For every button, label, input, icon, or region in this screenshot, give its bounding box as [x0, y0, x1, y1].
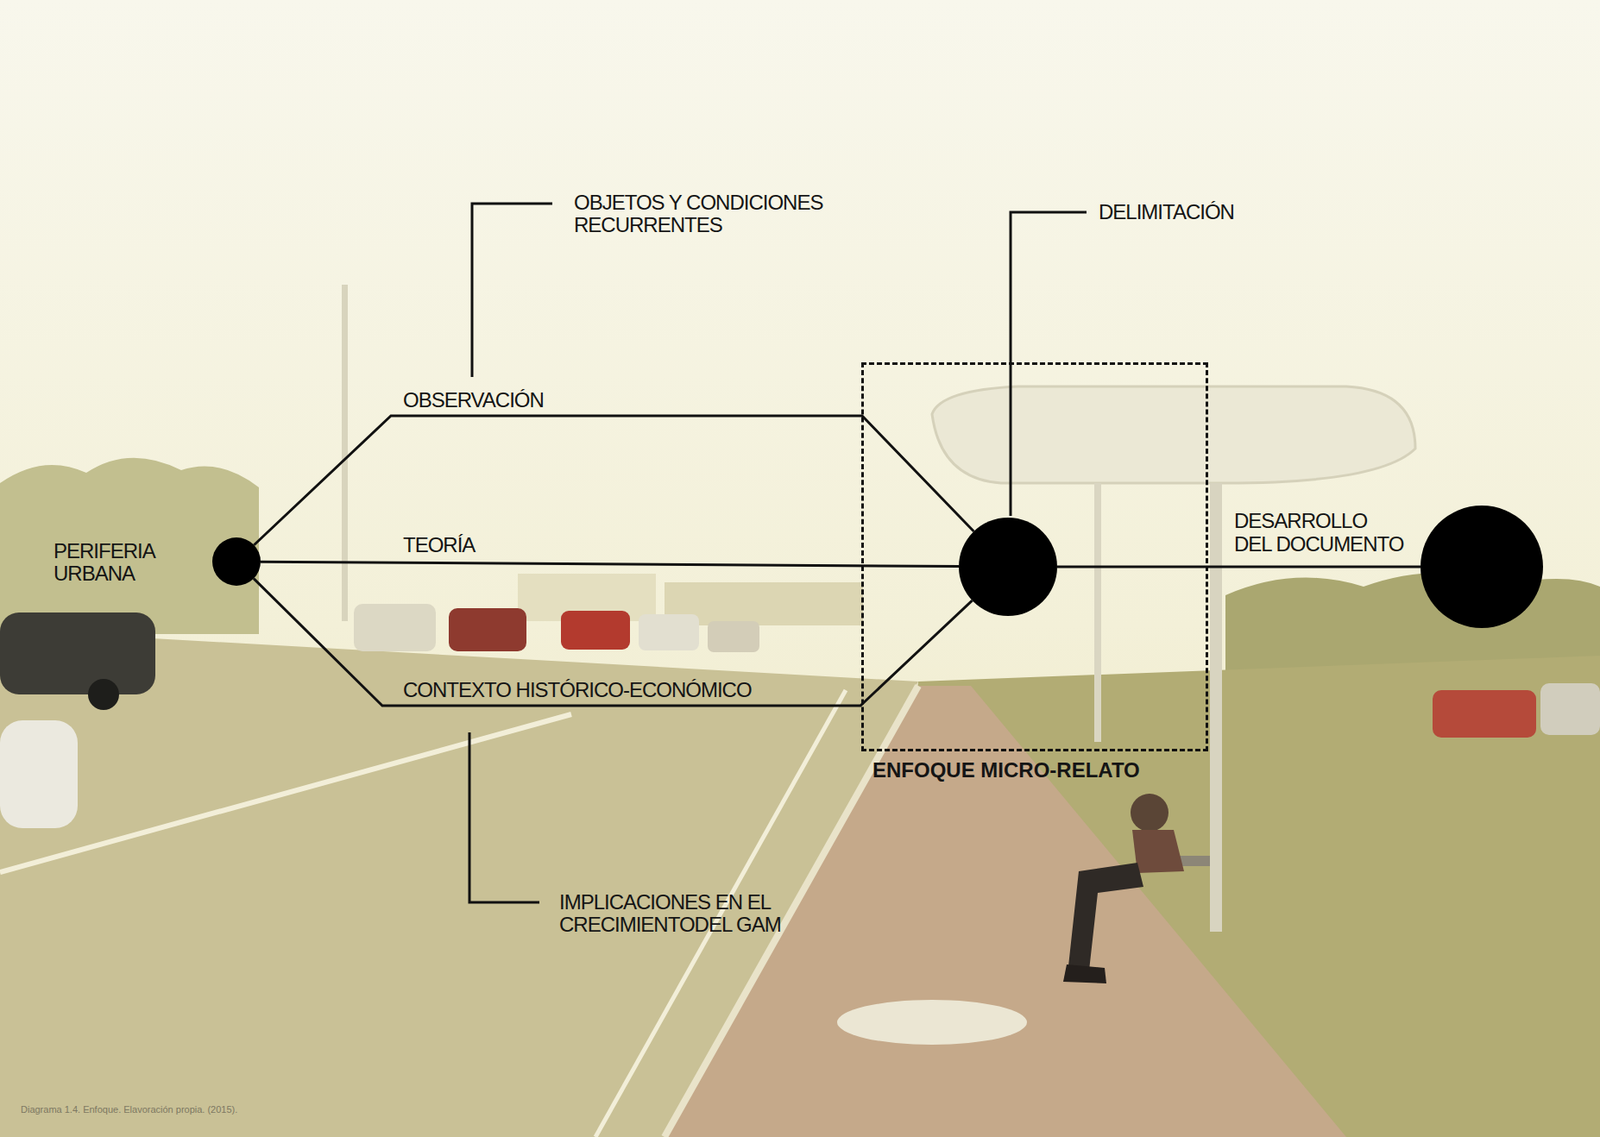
car [0, 720, 78, 829]
leader-line [472, 203, 553, 378]
car [0, 612, 156, 695]
connector-line [1057, 566, 1421, 569]
frame-label: ENFOQUE MICRO-RELATO [872, 759, 1141, 782]
person-legs [1068, 862, 1144, 971]
connector-line [260, 561, 959, 567]
connector-line [253, 579, 973, 706]
car [1540, 683, 1600, 736]
car [353, 604, 436, 652]
circle-fill [212, 537, 261, 586]
edge-label: OBSERVACIÓN [403, 389, 544, 412]
car [1432, 690, 1537, 738]
person-shoe [1063, 964, 1107, 984]
shelter-post [1209, 483, 1223, 933]
car [638, 614, 700, 651]
puddle [837, 1000, 1027, 1046]
car [560, 611, 630, 650]
shelter-pole [1094, 483, 1102, 743]
node-label: PERIFERIA URBANA [53, 540, 192, 586]
result-node [1420, 505, 1544, 629]
leader-line [469, 732, 540, 903]
circle-fill [958, 517, 1058, 617]
circle-shape [958, 517, 1058, 617]
callout-label: OBJETOS Y CONDICIONES RECURRENTES [573, 191, 833, 238]
shelter-roof [932, 386, 1416, 484]
edge-label: DESARROLLO DEL DOCUMENTO [1234, 510, 1408, 556]
person-torso [1132, 830, 1185, 874]
circle-shape [1420, 505, 1544, 629]
circle-fill [1420, 505, 1544, 629]
callout-label: IMPLICACIONES EN EL CRECIMIENTODEL GAM [559, 891, 814, 938]
focus-frame: ENFOQUE MICRO-RELATODELIMITACIÓN [861, 362, 1209, 752]
lane-line [0, 714, 572, 873]
car [707, 621, 760, 653]
focus-node: DELIMITACIÓN [958, 517, 1058, 617]
origin-node: PERIFERIA URBANA [212, 537, 261, 586]
circle-shape [212, 537, 261, 586]
car-wheel [88, 679, 120, 711]
callout-label: DELIMITACIÓN [1098, 201, 1235, 224]
edge-label: TEORÍA [403, 534, 475, 557]
person-head [1130, 793, 1169, 832]
street-light-pole [341, 284, 348, 622]
edge-label: CONTEXTO HISTÓRICO-ECONÓMICO [403, 679, 752, 702]
figure-caption: Diagrama 1.4. Enfoque. Elavoración propi… [20, 1104, 238, 1116]
car [448, 608, 527, 652]
connector-line [253, 415, 974, 546]
